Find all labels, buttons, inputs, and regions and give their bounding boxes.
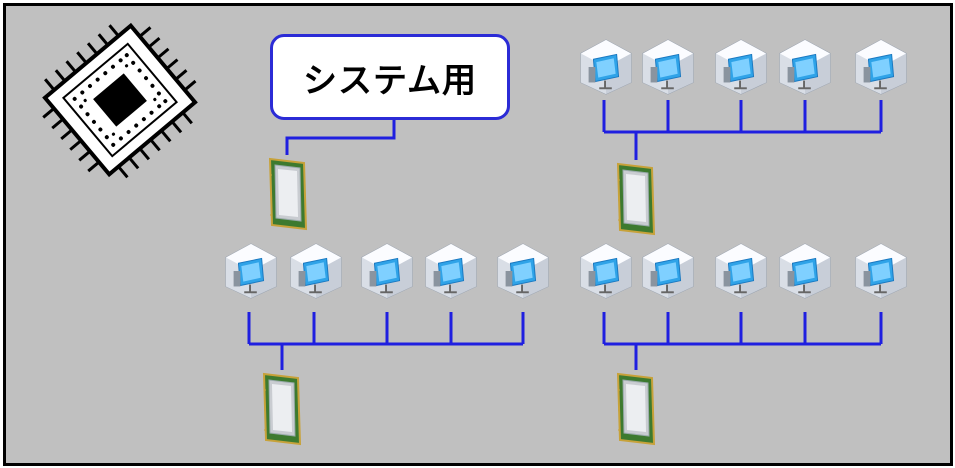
virtual-machine-cube-icon [224,242,278,300]
virtual-machine-cube-icon [854,38,908,96]
callout-label: システム用 [303,60,477,101]
virtual-machine-cube-icon [641,38,695,96]
virtual-machine-cube-icon [778,38,832,96]
bus-connector [602,312,883,370]
virtual-machine-cube-icon [714,242,768,300]
cpu-processor-icon [263,373,301,445]
cpu-processor-icon [269,158,307,230]
integrated-circuit-chip-icon [42,22,198,179]
cpu-processor-icon [617,163,655,235]
virtual-machine-cube-icon [778,242,832,300]
virtual-machine-cube-icon [641,242,695,300]
virtual-machine-cube-icon [289,242,343,300]
virtual-machine-cube-icon [424,242,478,300]
virtual-machine-cube-icon [496,242,550,300]
group-top-right [579,38,908,235]
callout-connector [285,120,396,155]
virtual-machine-cube-icon [360,242,414,300]
system-callout: システム用 [270,34,510,120]
cpu-processor-icon [617,373,655,445]
virtual-machine-cube-icon [714,38,768,96]
virtual-machine-cube-icon [854,242,908,300]
virtual-machine-cube-icon [579,242,633,300]
virtual-machine-cube-icon [579,38,633,96]
bus-connector [602,100,883,160]
group-bottom-left [224,242,550,445]
bus-connector [247,312,525,370]
group-bottom-right [579,242,908,445]
